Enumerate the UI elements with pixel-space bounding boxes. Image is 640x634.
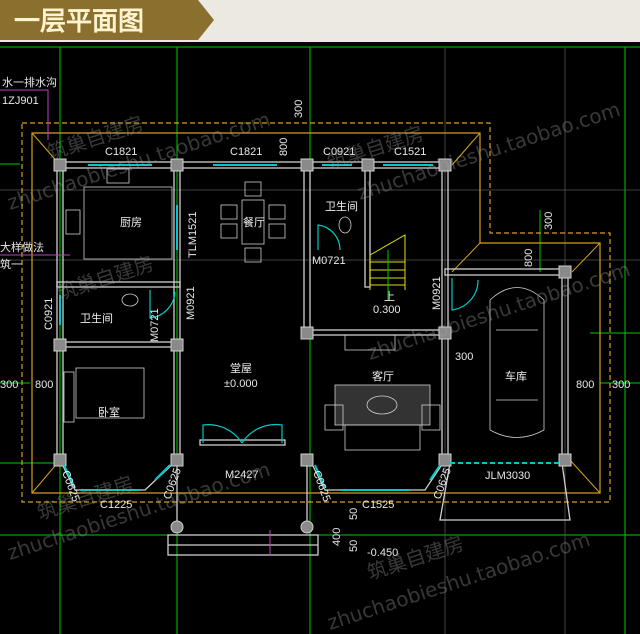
hall-level: ±0.000: [224, 378, 258, 390]
roof-corner-lines: [31, 132, 601, 494]
windows: [59, 164, 560, 491]
detail-annotation: 大样做法: [0, 240, 44, 254]
dimension: 800: [523, 249, 535, 267]
reference-lines: [0, 47, 640, 634]
room-living: 客厅: [372, 369, 394, 383]
window-label: C1821: [105, 146, 137, 158]
drain-ref: 1ZJ901: [2, 95, 39, 107]
main-door-swing: [202, 423, 283, 444]
window-label: C0921: [323, 146, 355, 158]
stair-level: 0.300: [373, 304, 401, 316]
rug: [334, 384, 431, 426]
window-label: C1525: [362, 499, 394, 511]
page-title: 一层平面图: [14, 7, 144, 37]
dimension: 50: [348, 508, 360, 520]
door-label: M0721: [149, 308, 161, 342]
dimension: 800: [278, 138, 290, 156]
header-banner: 一层平面图: [0, 0, 640, 42]
door-label: JLM3030: [485, 470, 530, 482]
columns: [53, 158, 572, 534]
furniture: [63, 168, 545, 451]
dimension: 300: [0, 379, 18, 391]
window-label: C1821: [230, 146, 262, 158]
dimension: 300: [455, 351, 473, 363]
eave-outline-dashed: [21, 122, 611, 503]
outdoor-level: -0.450: [367, 547, 398, 559]
dimension: 300: [543, 212, 555, 230]
door-label: M0921: [185, 286, 197, 320]
room-dining: 餐厅: [243, 215, 265, 229]
dimension: 300: [612, 379, 630, 391]
window-label: C1225: [100, 499, 132, 511]
detail-annotation-2: 筑一: [0, 257, 22, 271]
window-label: C0625: [310, 469, 332, 504]
bed: [75, 367, 145, 419]
room-kitchen: 厨房: [120, 216, 142, 229]
dimension: 400: [331, 528, 343, 546]
room-bath-left: 卫生间: [80, 311, 113, 325]
window-label: C0921: [43, 298, 55, 330]
room-garage: 车库: [505, 369, 527, 383]
car: [489, 287, 545, 438]
door-label: TLM1521: [187, 212, 199, 258]
dimension: 800: [35, 379, 53, 391]
dimension: 300: [293, 100, 305, 118]
leader-lines: [0, 89, 271, 555]
dimension: 800: [576, 379, 594, 391]
stair-up: 上: [384, 290, 395, 303]
door-label: M2427: [225, 469, 259, 481]
door-label: M0921: [431, 276, 443, 310]
drain-annotation: 水一排水沟: [2, 75, 57, 89]
svg-text:zhuchaobieshu.taobao.com: zhuchaobieshu.taobao.com: [364, 257, 633, 365]
room-hall: 堂屋: [230, 362, 252, 375]
window-label: C1521: [394, 146, 426, 158]
door-label: M0721: [312, 255, 346, 267]
room-bath-top: 卫生间: [325, 199, 358, 213]
room-bedroom: 卧室: [98, 405, 120, 419]
dining-table: [241, 199, 265, 245]
dimension: 50: [348, 540, 360, 552]
stairs: [369, 234, 406, 300]
